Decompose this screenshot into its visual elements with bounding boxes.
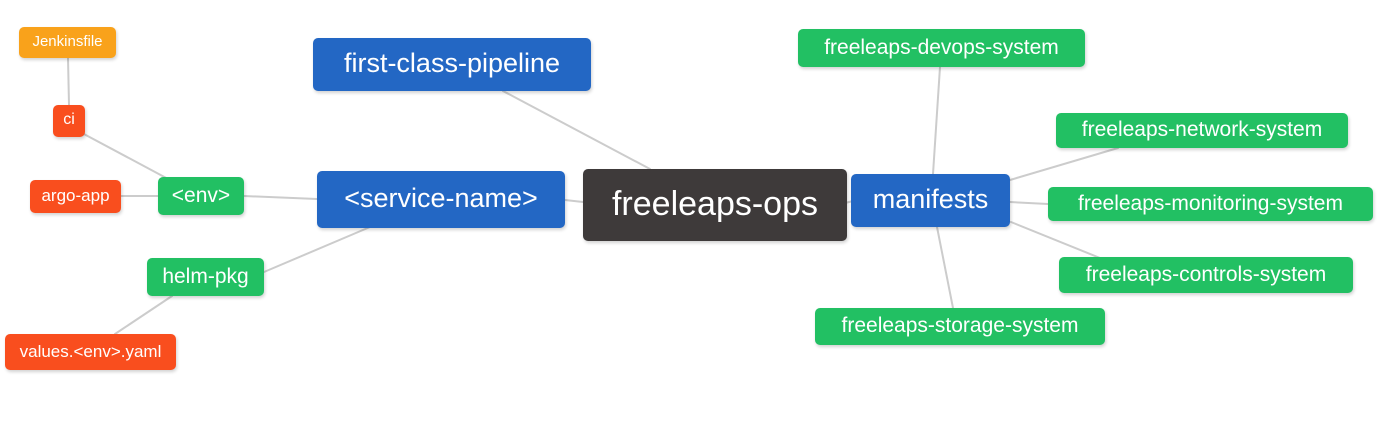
edge-ci-to-env — [81, 132, 171, 181]
edge-env-to-service-name — [243, 195, 318, 200]
edge-first-class-pipeline-to-freeleaps-ops — [502, 90, 651, 170]
node-service-name[interactable]: <service-name> — [317, 171, 565, 228]
node-helm-pkg[interactable]: helm-pkg — [147, 258, 264, 296]
node-env[interactable]: <env> — [158, 177, 244, 215]
edge-manifests-to-devops-system — [932, 66, 941, 175]
node-monitoring-system[interactable]: freeleaps-monitoring-system — [1048, 187, 1373, 221]
edge-manifests-to-controls-system — [1010, 221, 1101, 259]
node-storage-system[interactable]: freeleaps-storage-system — [815, 308, 1105, 345]
node-ci[interactable]: ci — [53, 105, 85, 137]
node-network-system[interactable]: freeleaps-network-system — [1056, 113, 1348, 148]
node-controls-system[interactable]: freeleaps-controls-system — [1059, 257, 1353, 293]
node-jenkinsfile[interactable]: Jenkinsfile — [19, 27, 116, 58]
node-argo-app[interactable]: argo-app — [30, 180, 121, 213]
edge-manifests-to-storage-system — [936, 226, 954, 309]
node-first-class-pipeline[interactable]: first-class-pipeline — [313, 38, 591, 91]
edge-manifests-to-network-system — [1009, 147, 1119, 181]
node-devops-system[interactable]: freeleaps-devops-system — [798, 29, 1085, 67]
node-manifests[interactable]: manifests — [851, 174, 1010, 227]
edge-jenkinsfile-to-ci — [67, 57, 70, 106]
edge-manifests-to-monitoring-system — [1009, 201, 1049, 205]
node-freeleaps-ops[interactable]: freeleaps-ops — [583, 169, 847, 241]
edge-service-name-to-freeleaps-ops — [564, 199, 584, 203]
node-values-env-yaml[interactable]: values.<env>.yaml — [5, 334, 176, 370]
edge-values-env-yaml-to-helm-pkg — [114, 295, 173, 335]
edge-helm-pkg-to-service-name — [263, 226, 371, 273]
